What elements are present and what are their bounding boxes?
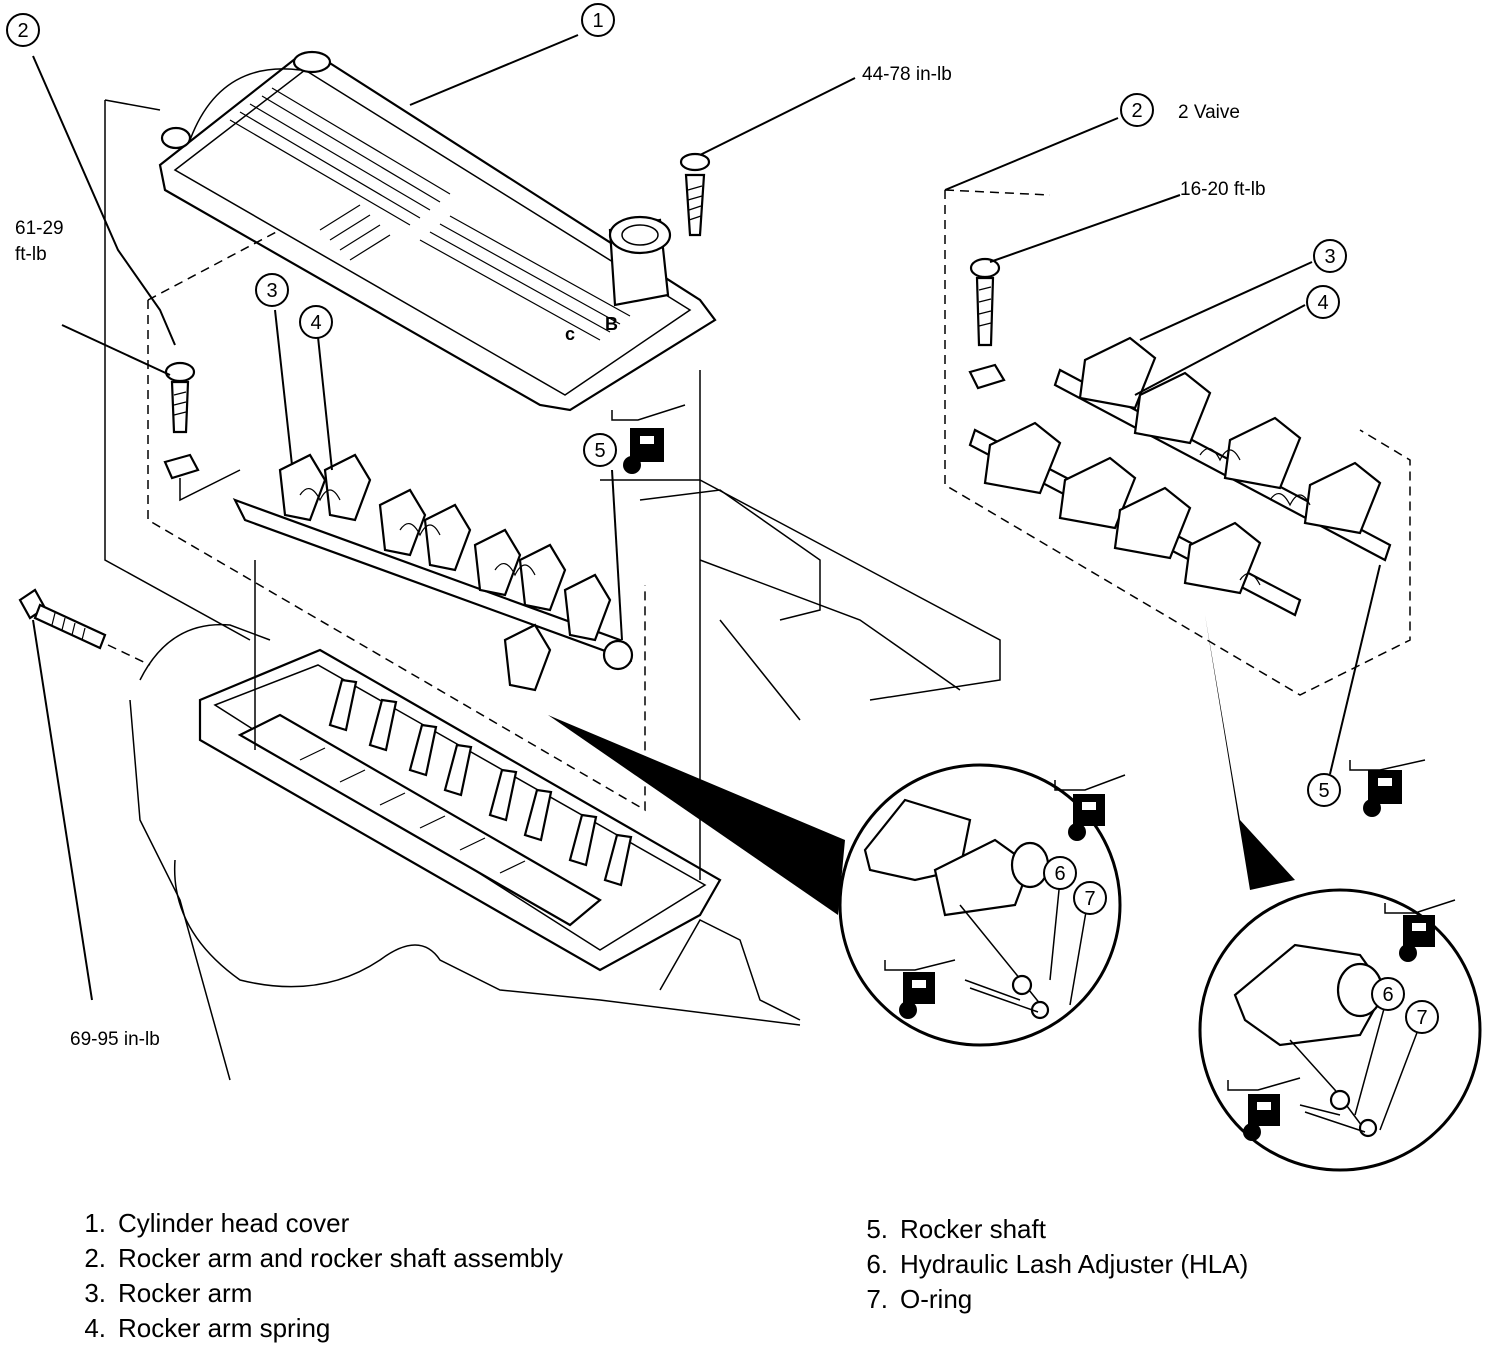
svg-text:3: 3 xyxy=(1324,246,1335,268)
svg-text:5: 5 xyxy=(1318,780,1329,802)
svg-text:6: 6 xyxy=(1382,984,1393,1006)
valve-variant-label: 2 Vaive xyxy=(1178,102,1240,123)
head-bolt xyxy=(18,588,151,666)
oil-symbol-valve xyxy=(1349,759,1426,817)
svg-text:6: 6 xyxy=(1054,863,1065,885)
legend-num: 6. xyxy=(866,1249,888,1279)
callout-7-detail-a: 7 xyxy=(1073,881,1107,915)
svg-text:1: 1 xyxy=(592,10,603,32)
shaft-bolt xyxy=(163,361,200,480)
callout-4-main: 4 xyxy=(299,305,333,339)
legend-text: O-ring xyxy=(900,1284,973,1314)
legend-item: 3. Rocker arm xyxy=(70,1276,563,1311)
legend-item: 4. Rocker arm spring xyxy=(70,1311,563,1346)
oil-symbol-main xyxy=(611,404,686,474)
valve-shaft-bolt xyxy=(968,257,1006,390)
callout-2-main: 2 xyxy=(6,13,40,47)
legend-item: 7. O-ring xyxy=(852,1282,1248,1317)
callout-4-valve: 4 xyxy=(1306,285,1340,319)
svg-text:7: 7 xyxy=(1084,888,1095,910)
legend-num: 4. xyxy=(84,1313,106,1343)
legend-text: Rocker arm xyxy=(118,1278,253,1308)
legend-num: 5. xyxy=(866,1214,888,1244)
svg-text:2: 2 xyxy=(1131,100,1142,122)
torque-shaft-bolt-line1: 61-29 xyxy=(15,218,64,239)
callout-2-valve: 2 xyxy=(1120,93,1154,127)
legend-item: 1. Cylinder head cover xyxy=(70,1206,563,1241)
detail-circle-valve xyxy=(1198,615,1482,1172)
svg-text:7: 7 xyxy=(1416,1007,1427,1029)
callout-6-detail-b: 6 xyxy=(1371,977,1405,1011)
callout-6-detail-a: 6 xyxy=(1043,856,1077,890)
legend-text: Hydraulic Lash Adjuster (HLA) xyxy=(900,1249,1249,1279)
legend-num: 1. xyxy=(84,1208,106,1238)
oil-symbol-detail-b-top xyxy=(1384,899,1456,962)
torque-valve-shaft-bolt: 16-20 ft-lb xyxy=(1180,179,1266,200)
legend-num: 2. xyxy=(84,1243,106,1273)
rocker-shaft-assembly-main xyxy=(104,99,646,812)
rocker-shaft-assembly-valve-variant xyxy=(944,189,1411,696)
cylinder-head-cover: c B xyxy=(158,50,717,412)
oil-symbol-detail-a-top xyxy=(1054,774,1126,841)
svg-text:4: 4 xyxy=(1317,292,1328,314)
legend-text: Cylinder head cover xyxy=(118,1208,350,1238)
legend-item: 5. Rocker shaft xyxy=(852,1212,1248,1247)
svg-text:5: 5 xyxy=(594,440,605,462)
legend-text: Rocker arm spring xyxy=(118,1313,331,1343)
legend-left: 1. Cylinder head cover 2. Rocker arm and r… xyxy=(70,1206,563,1346)
torque-shaft-bolt-line2: ft-lb xyxy=(15,244,47,265)
cover-bolt xyxy=(679,152,711,237)
callout-7-detail-b: 7 xyxy=(1405,1000,1439,1034)
legend-text: Rocker shaft xyxy=(900,1214,1046,1244)
torque-head-bolt: 69-95 in-lb xyxy=(70,1029,160,1050)
leader-lines xyxy=(32,34,1381,1001)
callout-3-main: 3 xyxy=(255,273,289,307)
svg-text:4: 4 xyxy=(310,312,321,334)
legend-item: 6. Hydraulic Lash Adjuster (HLA) xyxy=(852,1247,1248,1282)
legend-text: Rocker arm and rocker shaft assembly xyxy=(118,1243,564,1273)
oil-symbol-detail-b-bottom xyxy=(1227,1077,1301,1141)
cylinder-head-engine xyxy=(129,370,1001,1081)
svg-text:c: c xyxy=(565,324,575,344)
callout-5-valve: 5 xyxy=(1307,773,1341,807)
oil-symbol-detail-a-bottom xyxy=(884,959,956,1019)
legend-num: 7. xyxy=(866,1284,888,1314)
svg-text:3: 3 xyxy=(266,280,277,302)
callout-3-valve: 3 xyxy=(1313,239,1347,273)
torque-cover-bolt: 44-78 in-lb xyxy=(862,64,952,85)
legend-right: 5. Rocker shaft 6. Hydraulic Lash Adjuster… xyxy=(852,1212,1248,1317)
callout-5-main: 5 xyxy=(583,433,617,467)
svg-text:B: B xyxy=(605,314,618,334)
legend-num: 3. xyxy=(84,1278,106,1308)
callout-1: 1 xyxy=(581,3,615,37)
legend-item: 2. Rocker arm and rocker shaft assembly xyxy=(70,1241,563,1276)
svg-text:2: 2 xyxy=(17,20,28,42)
